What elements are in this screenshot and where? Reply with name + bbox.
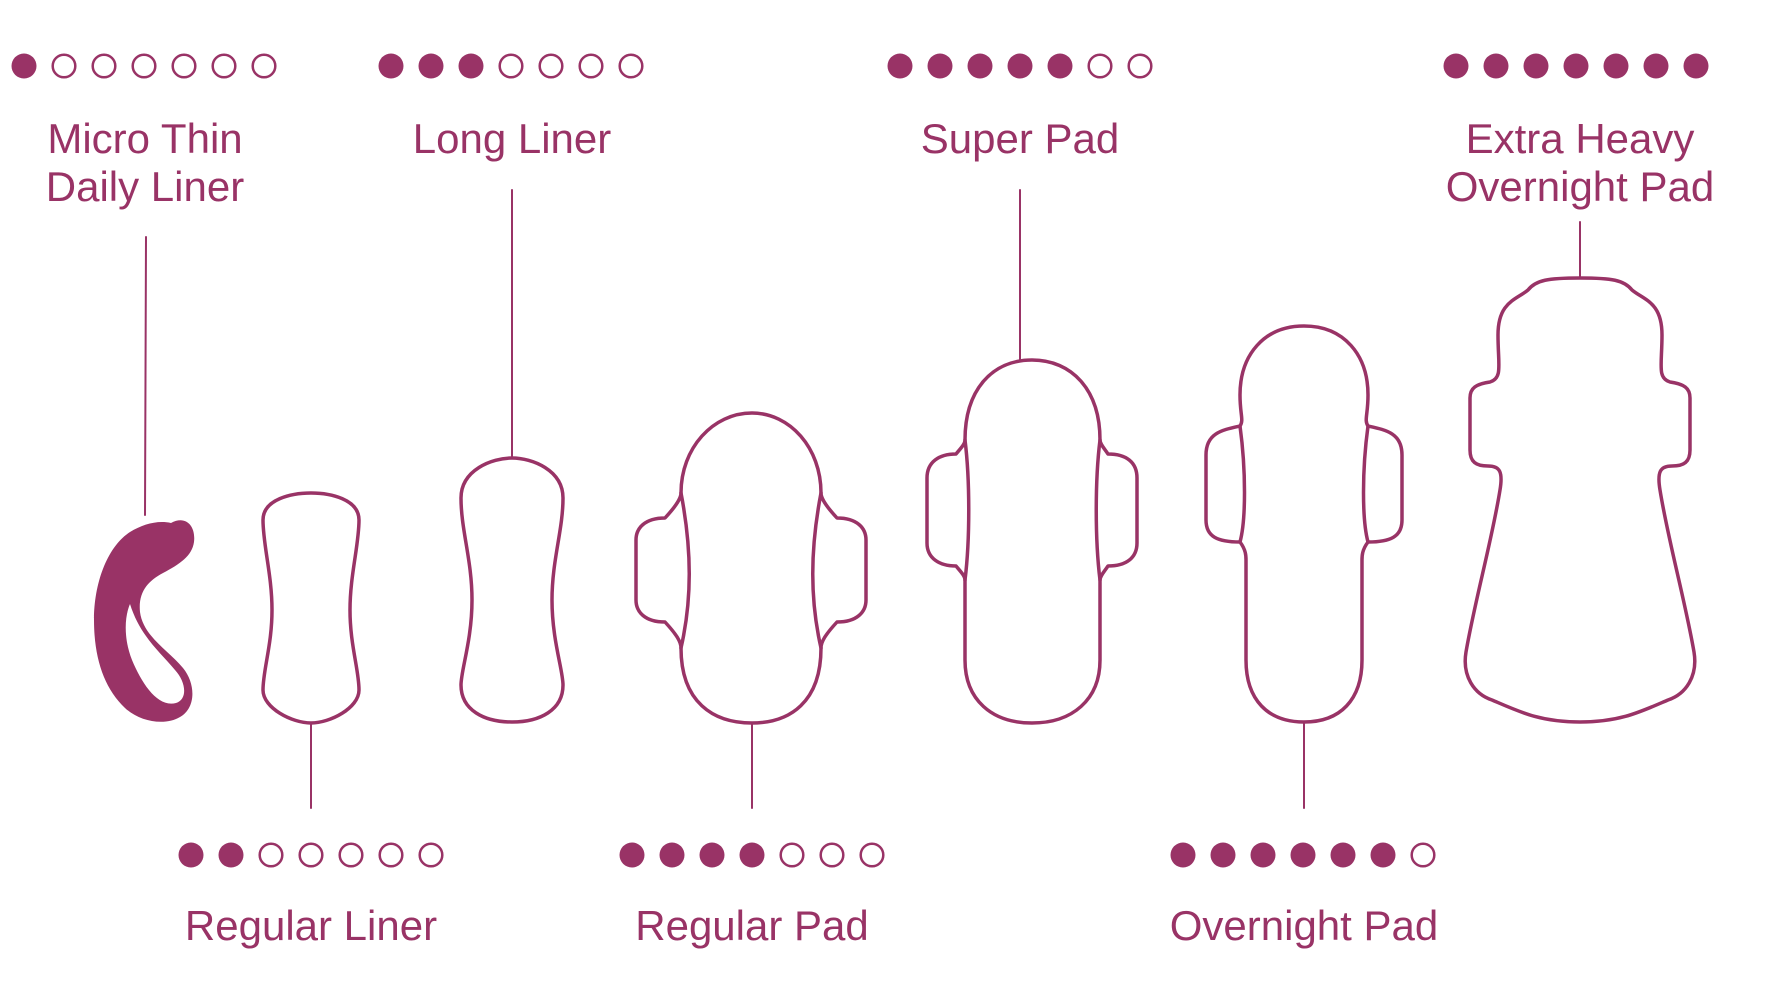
extra-heavy-overnight-pad-icon [1463,276,1697,724]
super-pad-dot-filled [1007,53,1033,79]
overnight-pad-dot-filled [1370,842,1396,868]
regular-pad-dot-filled [619,842,645,868]
long-liner-absorbency-dots [378,53,644,79]
overnight-pad-label: Overnight Pad [1170,902,1439,949]
super-pad-label: Super Pad [921,115,1119,162]
super-pad-icon [925,358,1139,725]
super-pad-dot-empty [1127,53,1153,79]
regular-liner-dot-empty [298,842,324,868]
regular-pad-icon [634,411,868,725]
regular-pad-label: Regular Pad [635,902,868,949]
long-liner-dot-empty [498,53,524,79]
super-pad-wing-seam-right [1094,438,1102,582]
micro-thin-daily-liner-icon [94,520,195,722]
overnight-pad-dot-filled [1170,842,1196,868]
overnight-pad-wing-seam-left [1238,424,1247,544]
long-liner-dot-filled [458,53,484,79]
extra-heavy-overnight-pad-label-line-2: Overnight Pad [1446,163,1715,210]
overnight-pad-wing-seam-right [1361,424,1370,544]
extra-heavy-overnight-pad-dot-filled [1563,53,1589,79]
regular-liner-dot-filled [178,842,204,868]
super-pad-dot-filled [1047,53,1073,79]
micro-thin-daily-liner-dot-empty [91,53,117,79]
overnight-pad-dot-filled [1250,842,1276,868]
overnight-pad-absorbency-dots [1170,842,1436,868]
micro-thin-daily-liner-dot-filled [11,53,37,79]
overnight-pad-dot-filled [1210,842,1236,868]
long-liner-icon [459,456,565,724]
regular-liner-dot-empty [258,842,284,868]
micro-thin-daily-liner-dot-empty [251,53,277,79]
micro-thin-daily-liner-absorbency-dots [11,53,277,79]
regular-liner-label: Regular Liner [185,902,437,949]
super-pad-dot-filled [967,53,993,79]
super-pad-absorbency-dots [887,53,1153,79]
super-pad-wing-seam-left [963,438,971,582]
regular-liner-dot-empty [378,842,404,868]
extra-heavy-overnight-pad-dot-filled [1643,53,1669,79]
super-pad-dot-filled [887,53,913,79]
regular-pad-dot-filled [659,842,685,868]
extra-heavy-overnight-pad-absorbency-dots [1443,53,1709,79]
micro-thin-daily-liner-leader [144,236,147,516]
long-liner-dot-filled [378,53,404,79]
extra-heavy-overnight-pad-dot-filled [1603,53,1629,79]
regular-pad-dot-empty [819,842,845,868]
micro-thin-daily-liner-label-line-1: Micro Thin [47,115,242,162]
overnight-pad-dot-filled [1330,842,1356,868]
long-liner-label: Long Liner [413,115,612,162]
extra-heavy-overnight-pad-dot-filled [1683,53,1709,79]
super-pad-dot-empty [1087,53,1113,79]
overnight-pad-icon [1204,324,1404,724]
regular-liner-dot-empty [338,842,364,868]
regular-liner-icon [261,491,361,725]
extra-heavy-overnight-pad-label-line-1: Extra Heavy [1466,115,1695,162]
long-liner-dot-empty [578,53,604,79]
micro-thin-daily-liner-dot-empty [171,53,197,79]
regular-liner-dot-empty [418,842,444,868]
micro-thin-daily-liner-dot-empty [131,53,157,79]
super-pad-dot-filled [927,53,953,79]
regular-liner-dot-filled [218,842,244,868]
micro-thin-daily-liner-label-line-2: Daily Liner [46,163,244,210]
regular-pad-dot-empty [779,842,805,868]
long-liner-dot-empty [618,53,644,79]
long-liner-dot-filled [418,53,444,79]
regular-pad-dot-filled [699,842,725,868]
regular-pad-wing-seam-left [679,491,691,650]
overnight-pad-dot-empty [1410,842,1436,868]
extra-heavy-overnight-pad-dot-filled [1443,53,1469,79]
regular-pad-dot-empty [859,842,885,868]
long-liner-dot-empty [538,53,564,79]
regular-liner-absorbency-dots [178,842,444,868]
extra-heavy-overnight-pad-dot-filled [1483,53,1509,79]
regular-pad-dot-filled [739,842,765,868]
regular-pad-absorbency-dots [619,842,885,868]
micro-thin-daily-liner-dot-empty [211,53,237,79]
regular-pad-wing-seam-right [811,491,823,650]
extra-heavy-overnight-pad-dot-filled [1523,53,1549,79]
micro-thin-daily-liner-dot-empty [51,53,77,79]
overnight-pad-dot-filled [1290,842,1316,868]
